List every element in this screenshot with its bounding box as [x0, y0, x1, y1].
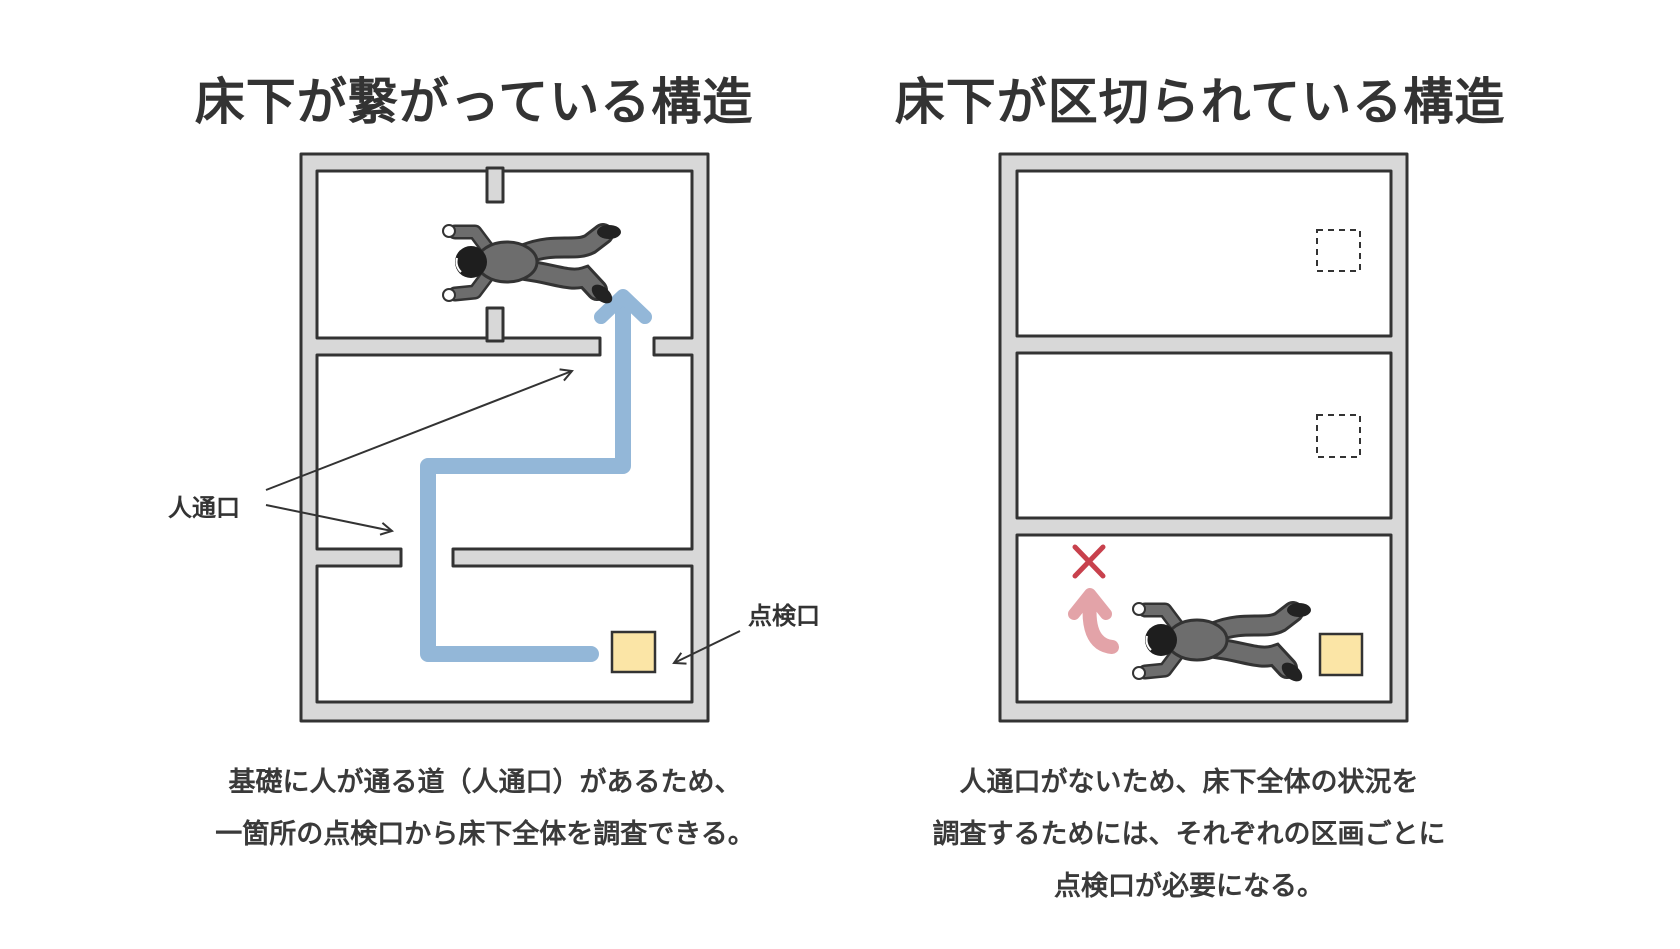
- right-caption-line: 調査するためには、それぞれの区画ごとに: [932, 819, 1446, 850]
- inspection-hatch: [610, 630, 657, 674]
- blocked-route-arrow: [1082, 595, 1119, 654]
- right-caption-line: 人通口がないため、床下全体の状況を: [959, 767, 1419, 798]
- label-inspection-hatch: 点検口: [748, 601, 820, 630]
- inspection-hatch: [1318, 632, 1364, 677]
- right-title: 床下が区切られている構造: [894, 72, 1506, 131]
- worker-figure: [1133, 603, 1311, 685]
- hatch-needed-placeholder: [1316, 229, 1361, 272]
- left-floor-plan: [265, 152, 741, 723]
- inspection-pointer-arrow: [674, 630, 741, 663]
- left-caption-line: 一箇所の点検口から床下全体を調査できる。: [215, 819, 755, 850]
- label-passage: 人通口: [168, 493, 240, 522]
- wall-stub: [485, 166, 505, 204]
- right-caption-line: 点検口が必要になる。: [1054, 871, 1324, 902]
- hatch-needed-placeholder: [1316, 414, 1361, 458]
- left-caption-line: 基礎に人が通る道（人通口）があるため、: [228, 767, 742, 798]
- passage-pointer-arrow: [265, 371, 572, 491]
- right-floor-plan: [998, 152, 1409, 723]
- left-title: 床下が繋がっている構造: [194, 72, 754, 131]
- passage-pointer-arrow: [265, 504, 392, 531]
- worker-figure: [443, 225, 621, 307]
- route-arrowhead: [594, 289, 652, 324]
- wall-stub: [485, 306, 505, 343]
- route-path: [420, 294, 631, 662]
- blocked-x-icon: [1072, 544, 1106, 579]
- blocked-route-arrowhead: [1068, 588, 1112, 620]
